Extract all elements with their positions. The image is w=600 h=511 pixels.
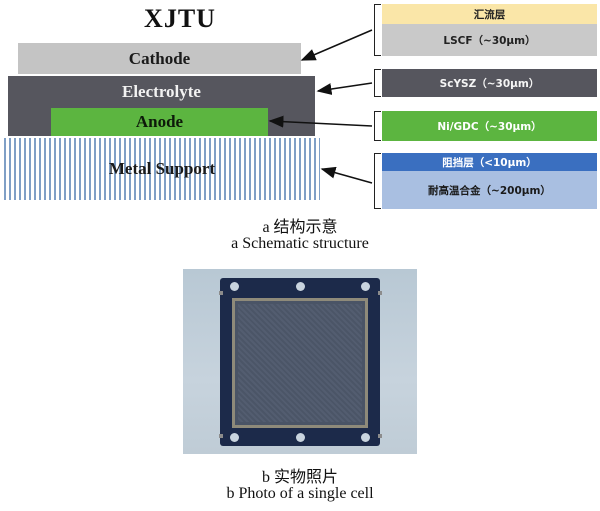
metal-support-label: Metal Support xyxy=(108,159,216,178)
caption-b-en: b Photo of a single cell xyxy=(226,485,374,502)
pin xyxy=(219,434,223,438)
scysz-label: ScYSZ（~30μm） xyxy=(439,77,540,90)
bracket-cathode xyxy=(374,4,381,56)
mount-hole xyxy=(361,433,370,442)
arrow-anode xyxy=(268,115,373,128)
mount-hole xyxy=(361,282,370,291)
pin xyxy=(219,291,223,295)
caption-a-en: a Schematic structure xyxy=(231,235,369,252)
scysz-box: ScYSZ（~30μm） xyxy=(382,69,597,97)
cell-plate xyxy=(220,278,380,446)
arrow-metal-support xyxy=(320,166,373,184)
current-collector-label: 汇流层 xyxy=(473,8,506,21)
alloy-label: 耐高温合金（~200μm） xyxy=(428,184,551,197)
bracket-metal-support xyxy=(374,153,381,209)
mount-hole xyxy=(230,282,239,291)
nigdc-label: Ni/GDC（~30μm） xyxy=(437,120,542,133)
nigdc-box: Ni/GDC（~30μm） xyxy=(382,111,597,141)
lscf-box: LSCF（~30μm） xyxy=(382,24,597,56)
anode-label: Anode xyxy=(135,112,184,131)
cathode-label: Cathode xyxy=(128,48,191,68)
anode-layer: Anode xyxy=(51,108,268,136)
cell-active-area xyxy=(232,298,368,428)
pin xyxy=(378,291,382,295)
cathode-layer: Cathode xyxy=(18,43,301,74)
mount-hole xyxy=(296,433,305,442)
caption-a-cn: a 结构示意 xyxy=(262,219,338,236)
arrow-cathode xyxy=(300,29,373,61)
bracket-anode xyxy=(374,111,381,141)
lscf-label: LSCF（~30μm） xyxy=(443,34,536,47)
mount-hole xyxy=(230,433,239,442)
mount-hole xyxy=(296,282,305,291)
arrows-overlay xyxy=(268,29,373,184)
electrolyte-label: Electrolyte xyxy=(122,82,201,101)
cell-surface xyxy=(238,304,362,422)
barrier-layer-box: 阻挡层（<10μm） xyxy=(382,153,597,171)
metal-support-layer: Metal Support xyxy=(4,138,320,200)
pin xyxy=(378,434,382,438)
current-collector-box: 汇流层 xyxy=(382,4,597,24)
barrier-layer-label: 阻挡层（<10μm） xyxy=(442,156,537,169)
bracket-electrolyte xyxy=(374,69,381,97)
alloy-box: 耐高温合金（~200μm） xyxy=(382,171,597,209)
arrow-electrolyte xyxy=(316,82,373,95)
cell-photo xyxy=(183,269,417,454)
brand-label: XJTU xyxy=(144,4,216,33)
caption-b-cn: b 实物照片 xyxy=(261,469,338,486)
